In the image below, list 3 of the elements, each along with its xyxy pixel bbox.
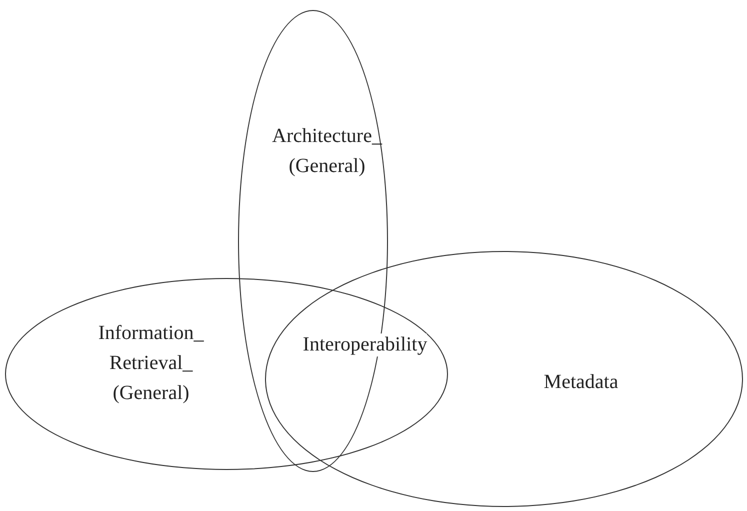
intersection-label: Interoperability: [302, 334, 428, 356]
set-label: Information_ Retrieval_ (General): [97, 321, 205, 406]
set-label: Metadata: [542, 370, 620, 395]
